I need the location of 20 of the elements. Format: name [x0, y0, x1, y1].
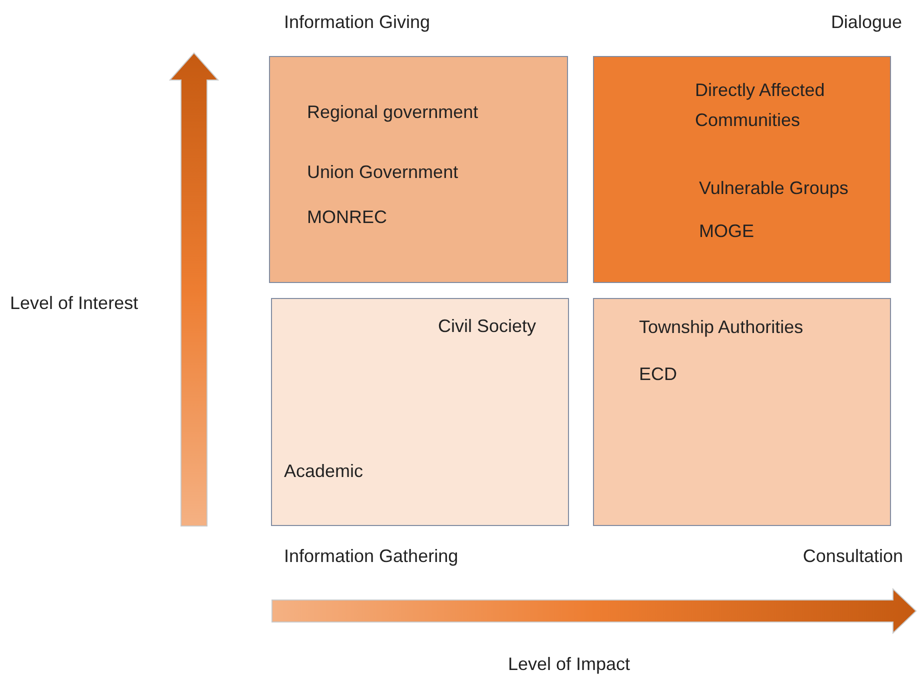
axis-label: Level of Interest	[10, 292, 138, 314]
stakeholder-name: Directly Affected Communities	[695, 79, 826, 132]
quadrant-heading: Dialogue	[830, 11, 902, 33]
stakeholder-name: Academic	[284, 460, 364, 482]
stakeholder-name: Township Authorities	[639, 316, 804, 338]
quadrant-box	[593, 298, 891, 526]
quadrant-box	[269, 56, 568, 283]
stakeholder-name: MONREC	[307, 206, 387, 228]
quadrant-heading: Information Giving	[284, 11, 430, 33]
stakeholder-name: Vulnerable Groups	[699, 177, 848, 199]
quadrant-box	[271, 298, 569, 526]
quadrant-box	[593, 56, 891, 283]
stakeholder-name: Union Government	[307, 161, 458, 183]
quadrant-heading: Information Gathering	[284, 545, 458, 567]
stakeholder-name: MOGE	[699, 220, 754, 242]
stakeholder-name: Regional government	[307, 101, 478, 123]
stakeholder-name: Civil Society	[438, 315, 536, 337]
axis-label: Level of Impact	[508, 653, 630, 675]
quadrant-heading: Consultation	[802, 545, 903, 567]
stakeholder-name: ECD	[639, 363, 678, 385]
